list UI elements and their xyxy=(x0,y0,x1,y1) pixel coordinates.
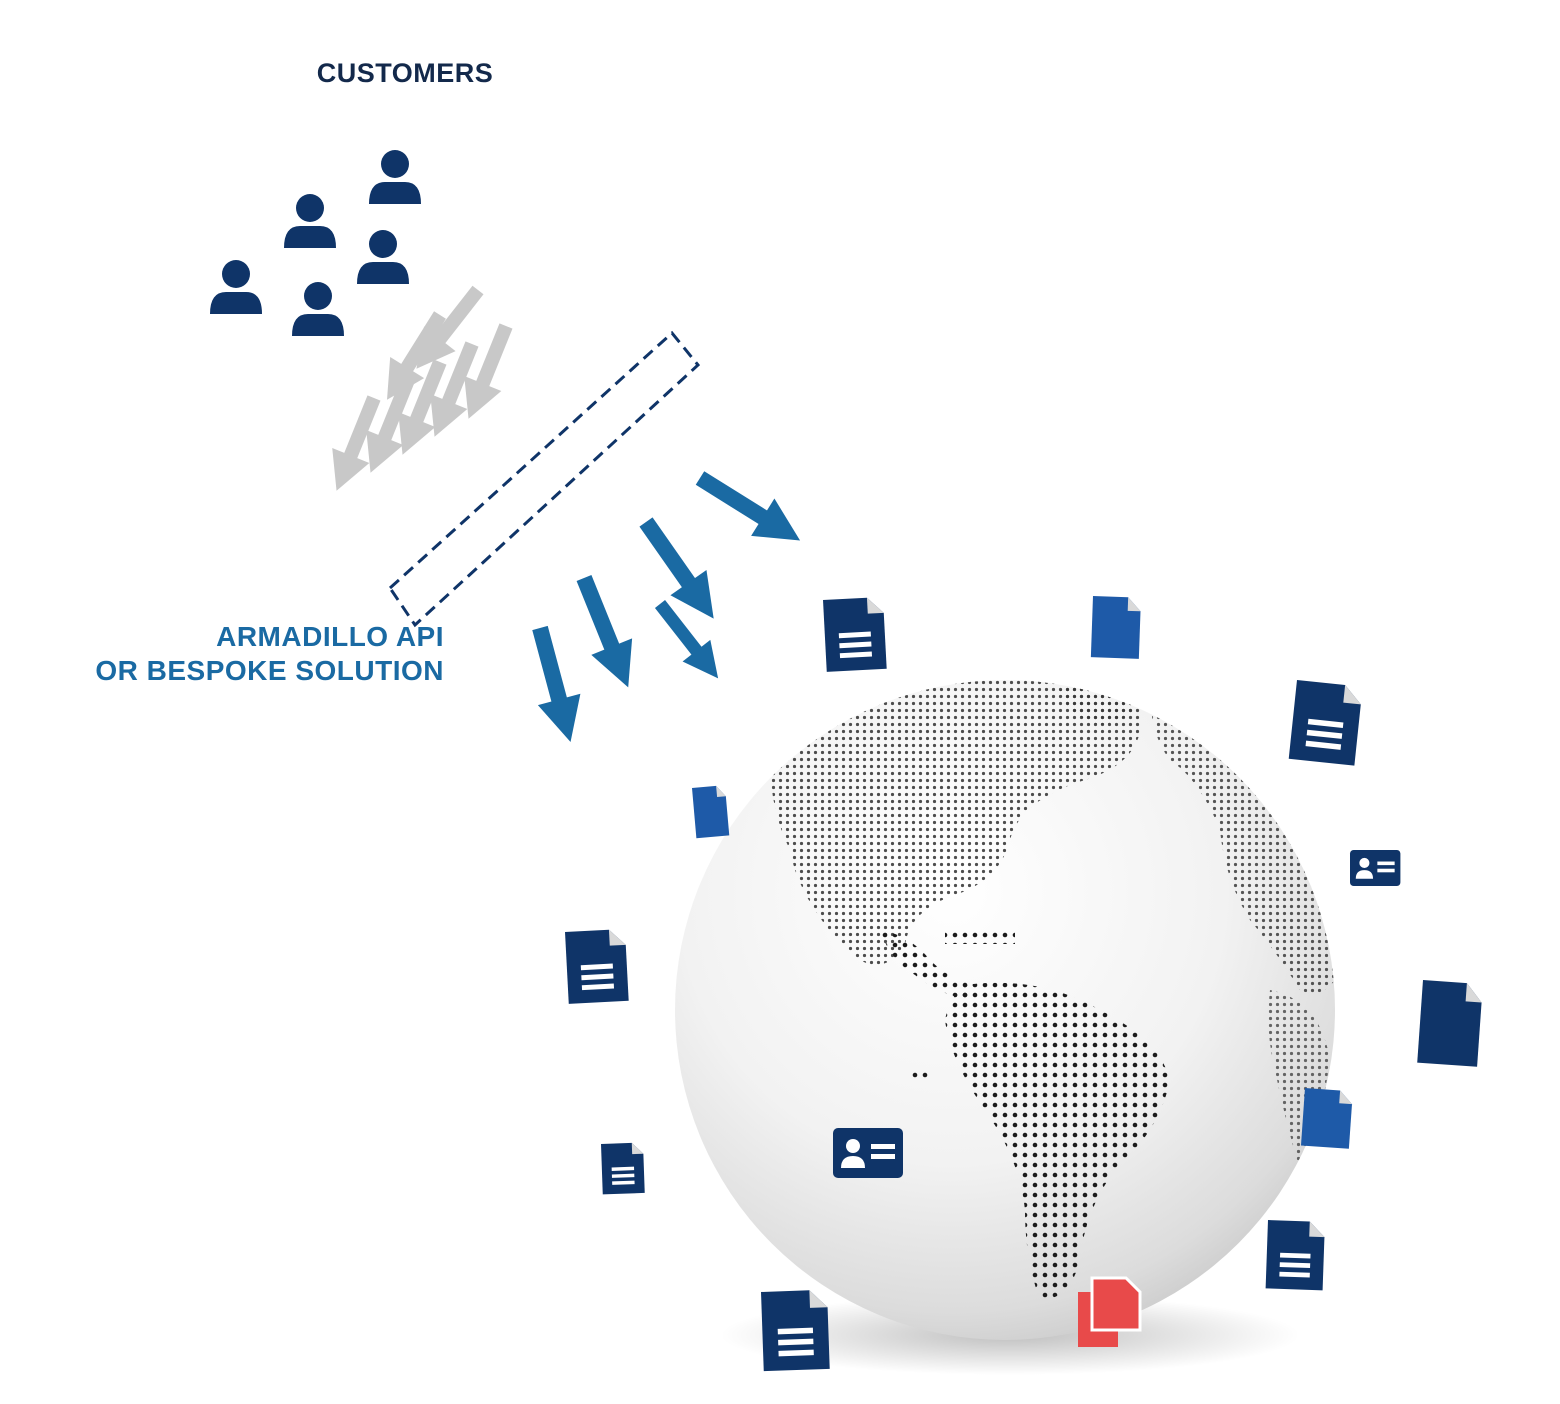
document-icon xyxy=(692,785,730,839)
arrow-icon xyxy=(646,593,732,690)
document-icon xyxy=(1417,980,1483,1067)
arrow-icon xyxy=(518,622,592,748)
user-icon xyxy=(284,194,336,248)
customers-title: CUSTOMERS xyxy=(316,58,494,88)
id-card-icon xyxy=(1350,850,1401,886)
document-icon xyxy=(1090,596,1141,659)
duplicate-document-icon xyxy=(1078,1276,1142,1347)
arrow-icon xyxy=(688,459,812,560)
document-icon xyxy=(601,1142,645,1195)
user-icon xyxy=(292,282,344,336)
customers-group xyxy=(210,150,421,336)
user-icon xyxy=(210,260,262,314)
document-icon xyxy=(1288,680,1363,766)
filtered-requests xyxy=(518,459,812,748)
user-icon xyxy=(357,230,409,284)
api-label-line-1: ARMADILLO API xyxy=(216,621,444,652)
arrow-icon xyxy=(627,509,732,632)
arrow-icon xyxy=(563,569,649,696)
user-icon xyxy=(369,150,421,204)
document-icon xyxy=(823,596,887,672)
document-icon xyxy=(565,928,629,1004)
dashed-box-icon xyxy=(388,330,701,628)
id-card-icon xyxy=(833,1128,903,1178)
document-icon xyxy=(1265,1220,1325,1291)
document-icon xyxy=(761,1289,830,1372)
arrow-icon xyxy=(370,304,457,411)
api-label-line-2: OR BESPOKE SOLUTION xyxy=(95,654,444,686)
incoming-requests xyxy=(317,277,525,499)
document-icon xyxy=(1300,1088,1353,1149)
globe-icon xyxy=(675,680,1335,1375)
api-label: ARMADILLO API OR BESPOKE SOLUTION xyxy=(80,620,444,687)
documents-group xyxy=(565,596,1483,1372)
